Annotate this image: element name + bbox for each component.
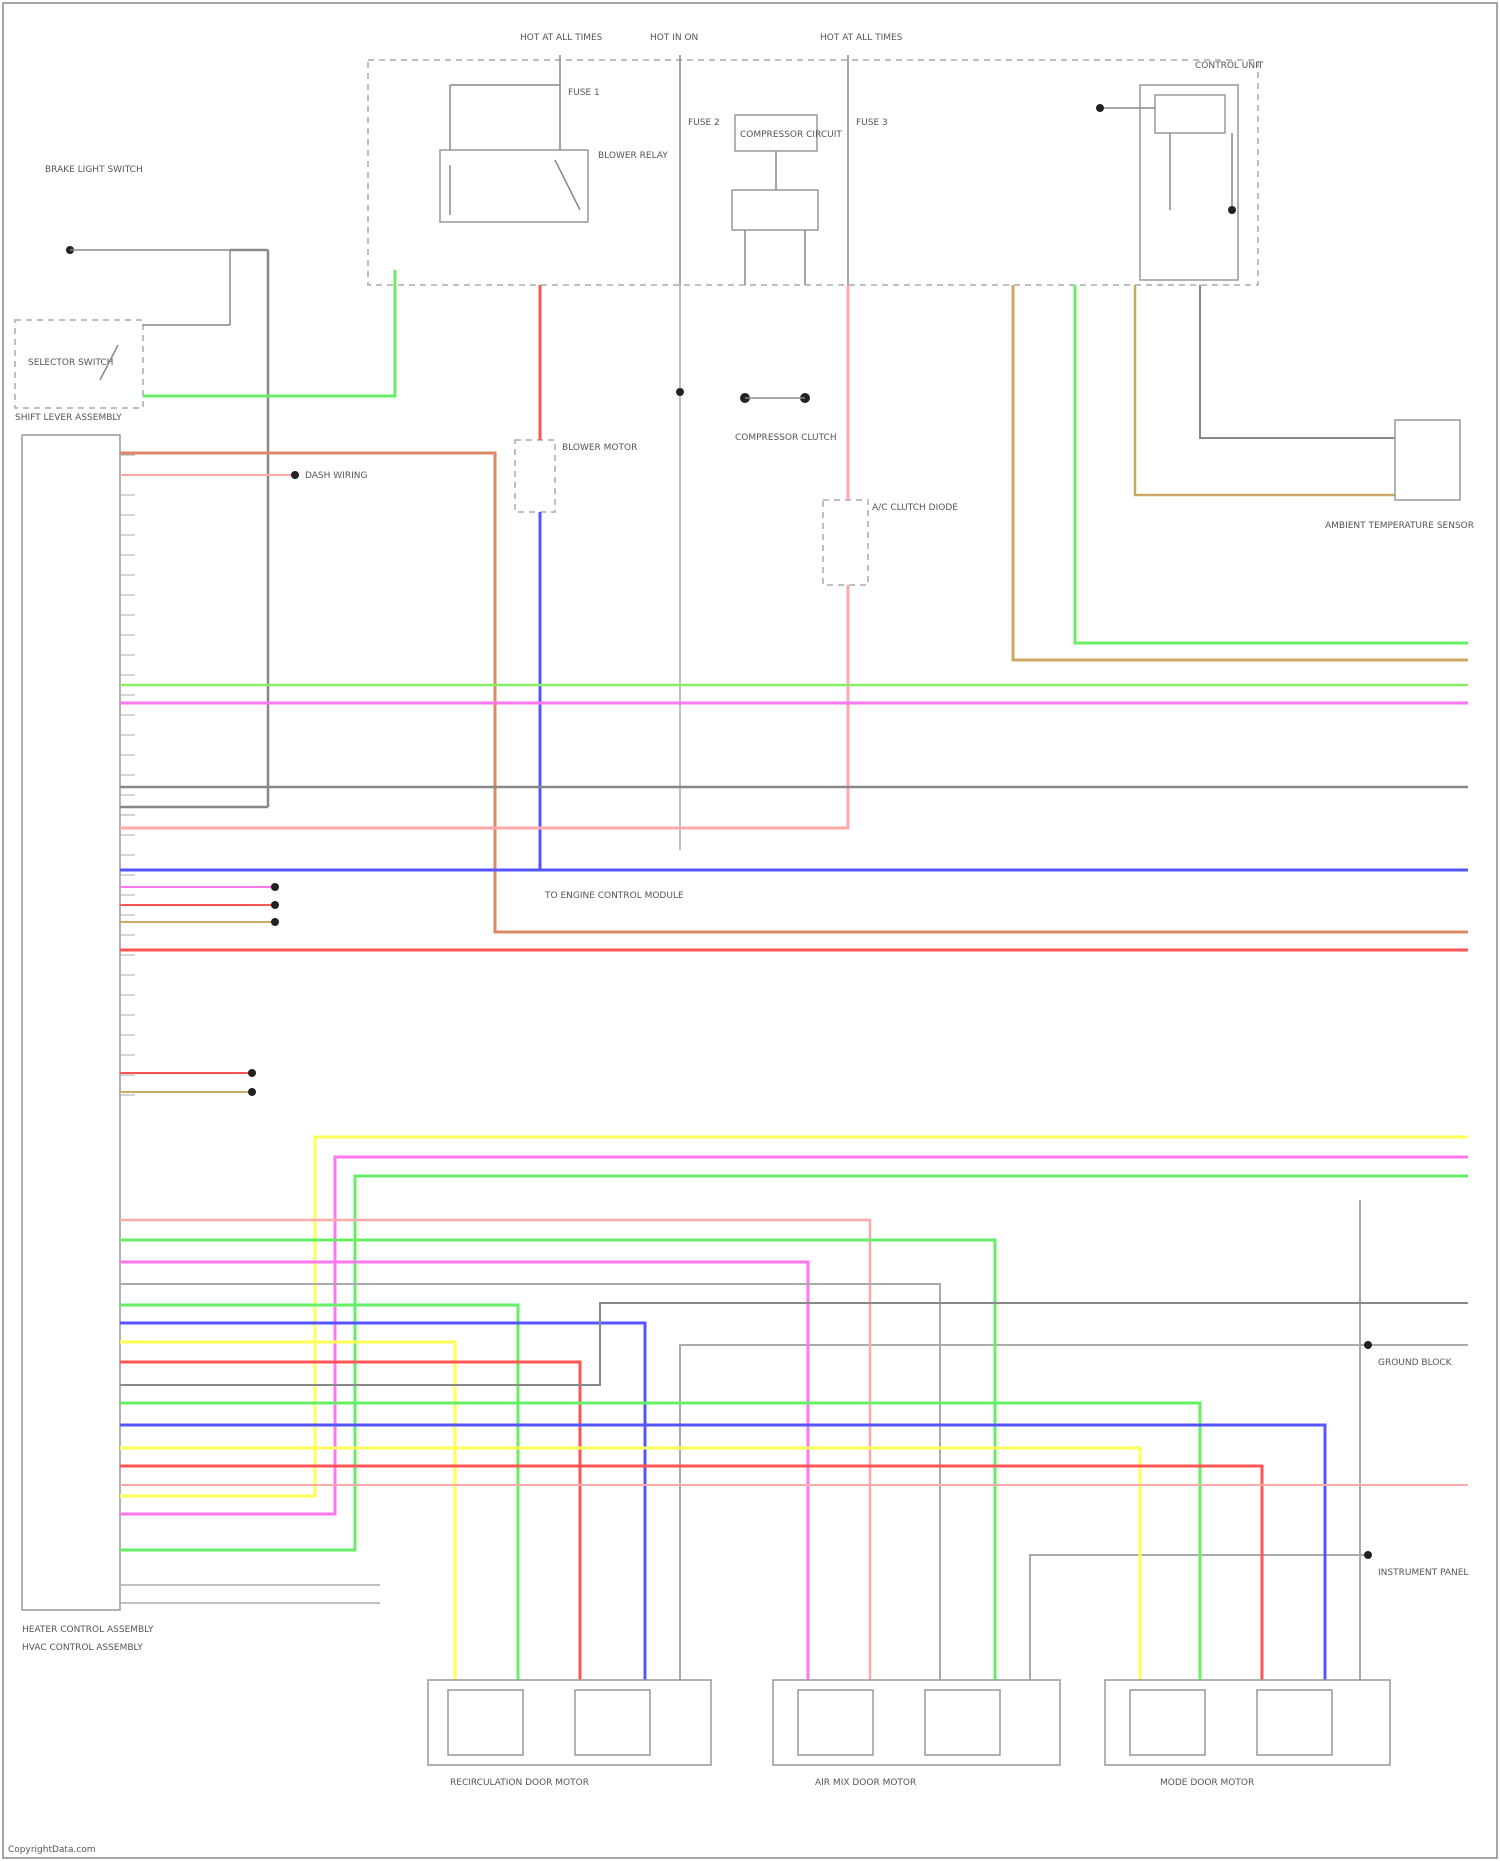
- blower-motor-box: [515, 440, 555, 512]
- footer-text: CopyrightData.com: [8, 1845, 96, 1855]
- wire-red-m3: [120, 1466, 1262, 1680]
- supply-label-1: HOT AT ALL TIMES: [520, 33, 603, 43]
- brake-switch-label: BRAKE LIGHT SWITCH: [45, 165, 143, 175]
- wire-tan-sensor: [1135, 285, 1395, 495]
- wire-orange-ecm: [120, 453, 1468, 932]
- wire-gray-sensor: [1200, 285, 1395, 438]
- motor-mid-group: [773, 1680, 1060, 1765]
- motor-mid-label: AIR MIX DOOR MOTOR: [815, 1778, 916, 1788]
- motor-left-inner-1: [448, 1690, 523, 1755]
- wire-blue-m1: [120, 1323, 645, 1680]
- supply-label-2: HOT IN ON: [650, 33, 698, 43]
- fuse-label-c: FUSE 3: [856, 118, 888, 128]
- dash-wiring-dot: [291, 471, 299, 479]
- selector-switch-label: SELECTOR SWITCH: [28, 358, 113, 368]
- ground-block-label: GROUND BLOCK: [1378, 1358, 1453, 1368]
- motor-mid-inner-2: [925, 1690, 1000, 1755]
- ambient-sensor-box: [1395, 420, 1460, 500]
- control-unit-dot: [1096, 104, 1104, 112]
- motor-left-group: [428, 1680, 711, 1765]
- control-unit-dot-2: [1228, 206, 1236, 214]
- blower-relay-label: BLOWER RELAY: [598, 151, 668, 161]
- supply-label-3: HOT AT ALL TIMES: [820, 33, 903, 43]
- instrument-panel-label: INSTRUMENT PANEL: [1378, 1568, 1468, 1578]
- wire-pink-long: [120, 1157, 1468, 1514]
- motor-right-inner-2: [1257, 1690, 1332, 1755]
- wire-gray-m1: [680, 1345, 1468, 1680]
- gray-supply-dot: [676, 388, 684, 396]
- motor-left-box: [428, 1680, 711, 1765]
- wire-tan-right: [1013, 285, 1468, 660]
- wire-yellow-long: [120, 1137, 1468, 1496]
- fuse-relay-box: [368, 60, 1258, 285]
- stub-wires: [120, 883, 279, 1096]
- ecm-box: [22, 435, 120, 1610]
- ecm-pin-ticks: [120, 455, 135, 1095]
- to-ecm-label: TO ENGINE CONTROL MODULE: [544, 891, 684, 901]
- shift-lever-label: SHIFT LEVER ASSEMBLY: [15, 413, 122, 423]
- control-circuit-box: [732, 190, 818, 230]
- control-unit-inner: [1155, 95, 1225, 133]
- motor-left-label: RECIRCULATION DOOR MOTOR: [450, 1778, 589, 1788]
- wire-light-red-m2: [120, 1220, 870, 1680]
- ac-diode-label: A/C CLUTCH DIODE: [872, 503, 958, 513]
- dash-wiring-label: DASH WIRING: [305, 471, 367, 481]
- fuse-label-a: FUSE 1: [568, 88, 600, 98]
- motor-right-inner-1: [1130, 1690, 1205, 1755]
- fuse-label-b: FUSE 2: [688, 118, 720, 128]
- compressor-clutch-label: COMPRESSOR CLUTCH: [735, 433, 837, 443]
- blower-motor-label: BLOWER MOTOR: [562, 443, 637, 453]
- motor-right-group: [1105, 1680, 1390, 1765]
- wire-light-red-diode: [120, 585, 848, 828]
- motor-right-label: MODE DOOR MOTOR: [1160, 1778, 1254, 1788]
- wire-green-m3: [120, 1403, 1200, 1680]
- relay-switch: [555, 160, 580, 210]
- wire-red-m1: [120, 1362, 580, 1680]
- control-unit-label: CONTROL UNIT: [1195, 61, 1264, 71]
- wire-pink-m2: [120, 1262, 808, 1680]
- ecm-label: HEATER CONTROL ASSEMBLY: [22, 1625, 154, 1635]
- ambient-sensor-label: AMBIENT TEMPERATURE SENSOR: [1325, 521, 1474, 531]
- motor-mid-box: [773, 1680, 1060, 1765]
- wire-yellow-m1: [120, 1342, 455, 1680]
- hvac-control-label: HVAC CONTROL ASSEMBLY: [22, 1643, 143, 1653]
- blower-relay-box: [440, 150, 588, 222]
- ac-diode-box: [823, 500, 868, 585]
- ground-dot-2: [1364, 1551, 1372, 1559]
- wire-blue-m3: [120, 1425, 1325, 1680]
- motor-right-box: [1105, 1680, 1390, 1765]
- ground-dot-1: [1364, 1341, 1372, 1349]
- motor-left-inner-2: [575, 1690, 650, 1755]
- compressor-circuit-label: COMPRESSOR CIRCUIT: [740, 130, 842, 140]
- motor-mid-inner-1: [798, 1690, 873, 1755]
- wire-yellow-m3: [120, 1448, 1140, 1680]
